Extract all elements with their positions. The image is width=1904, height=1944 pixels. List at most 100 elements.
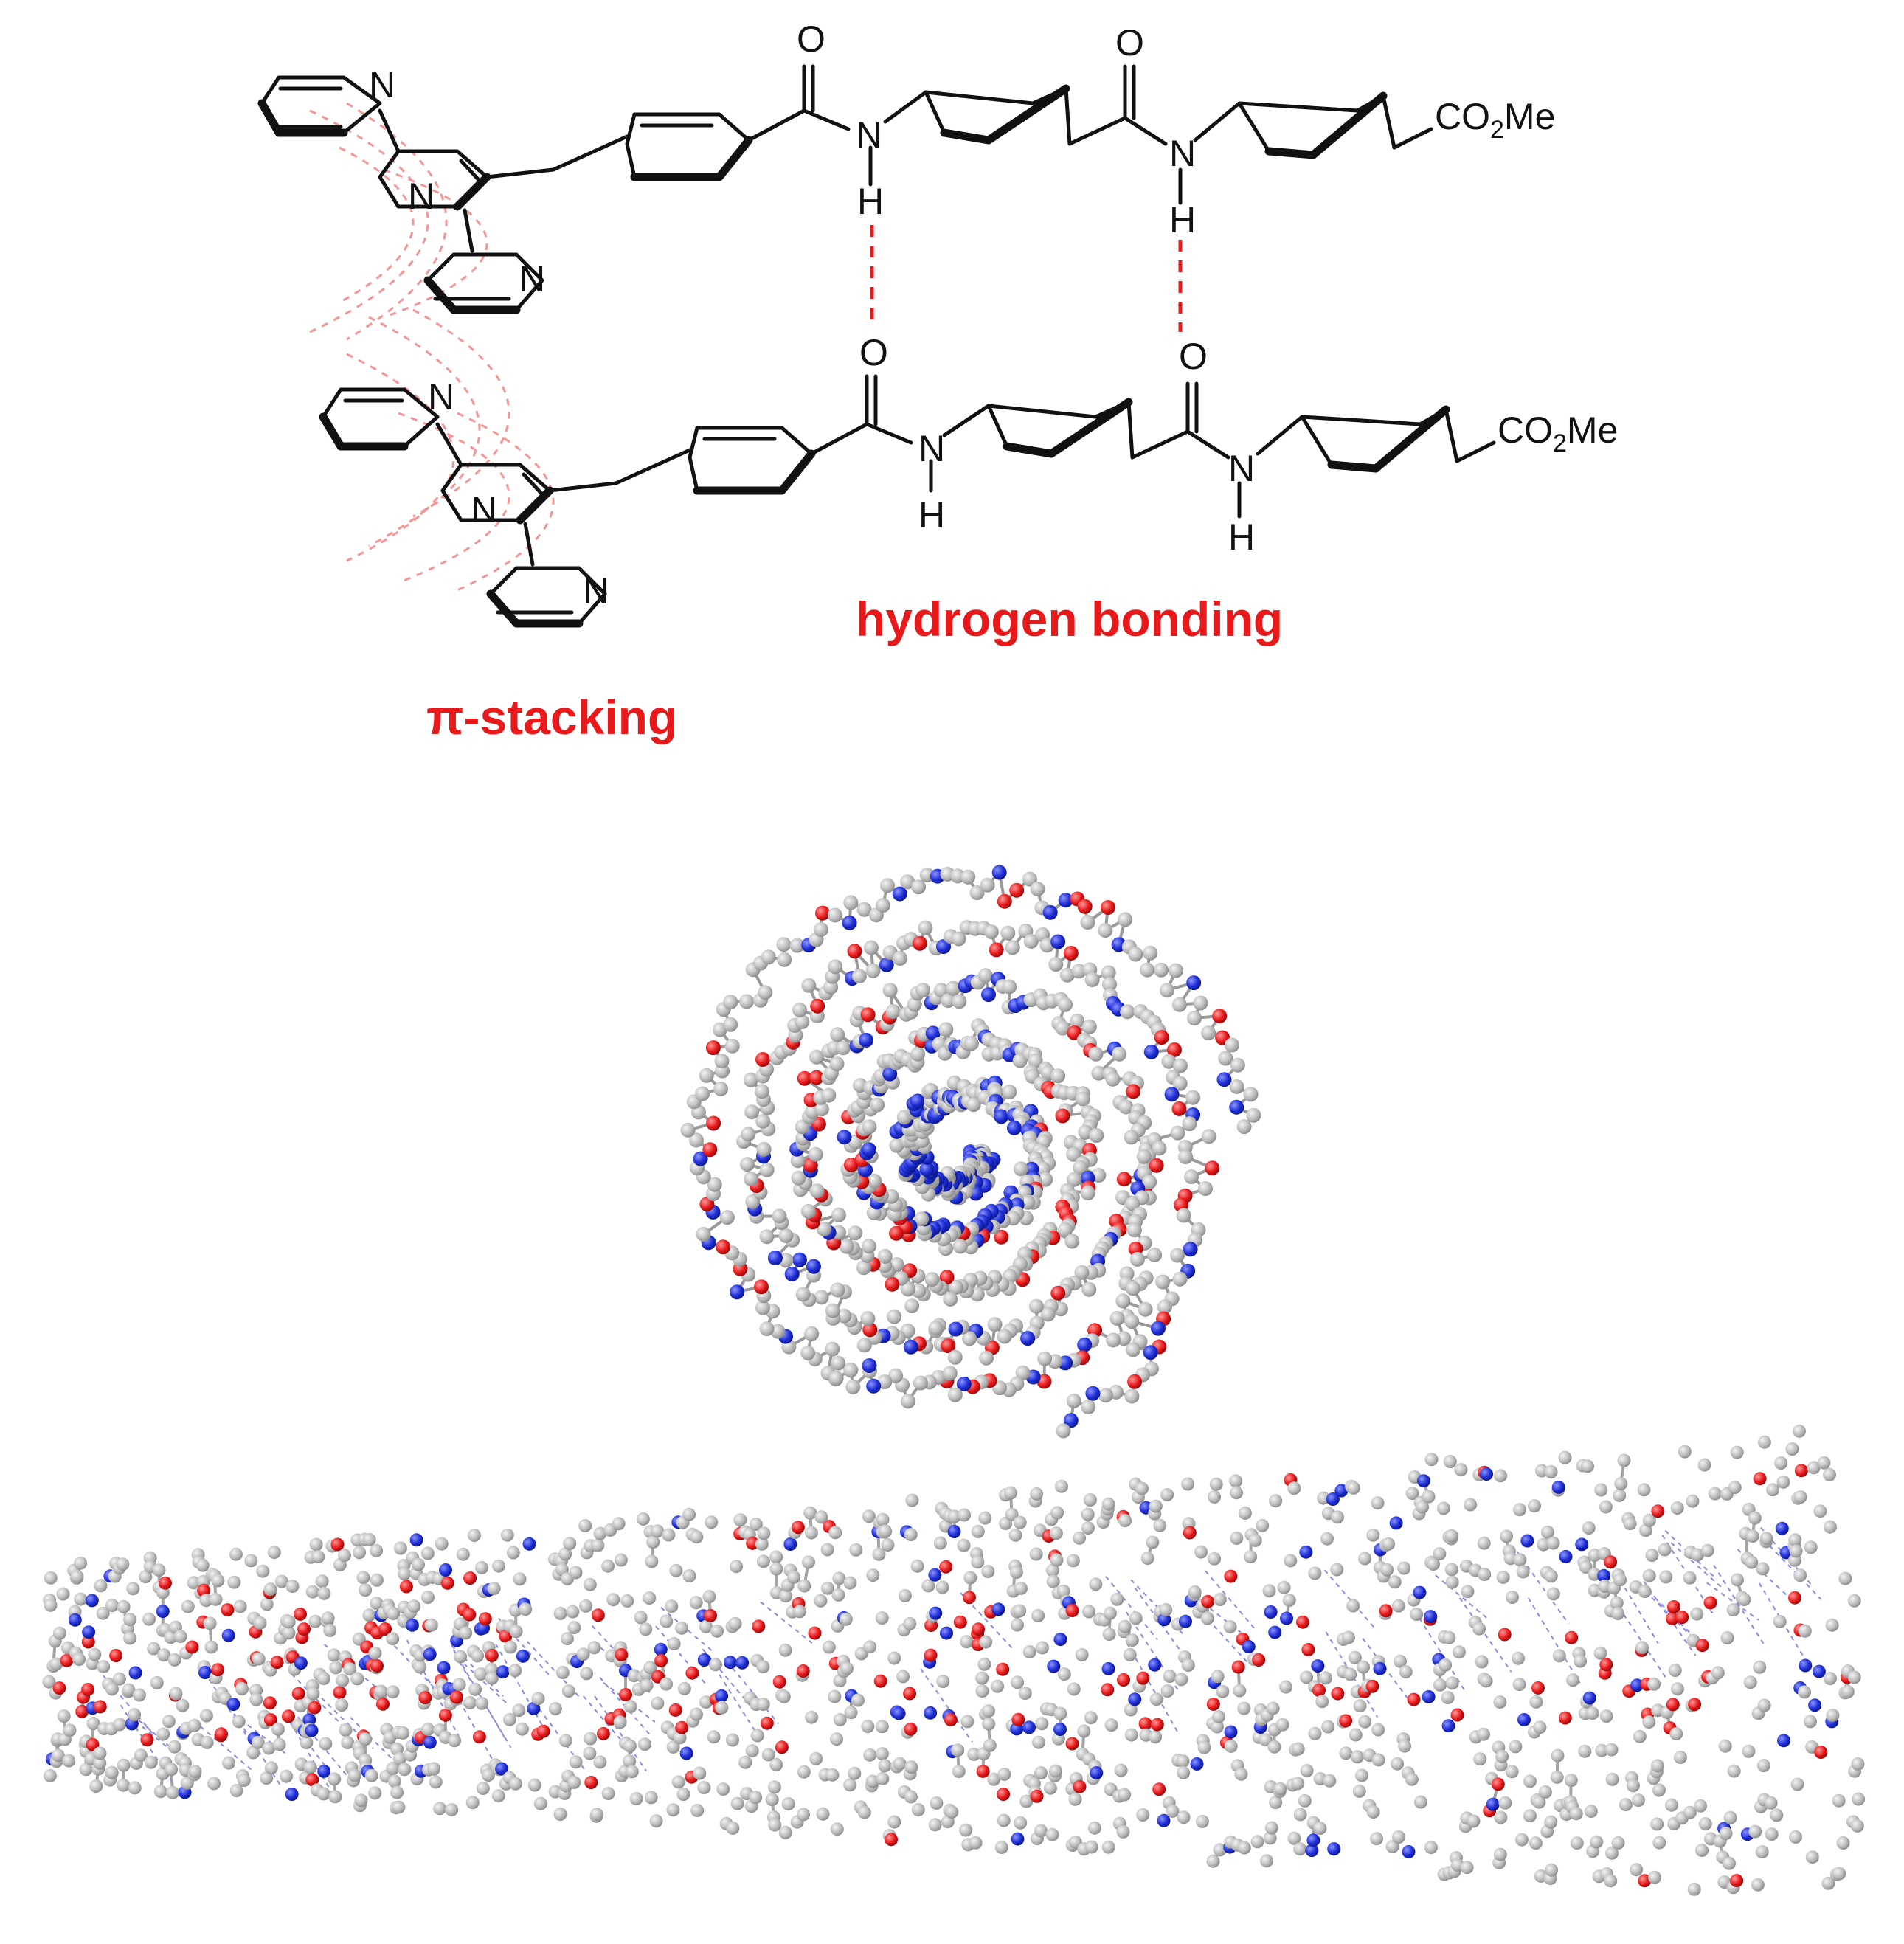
carbon-atom bbox=[981, 1565, 995, 1578]
carbon-atom bbox=[755, 1537, 769, 1551]
carbon-atom bbox=[429, 1775, 443, 1789]
carbon-atom bbox=[553, 1606, 567, 1620]
oxygen-atom bbox=[596, 1726, 610, 1740]
carbon-atom bbox=[1358, 1552, 1372, 1566]
oxygen-atom bbox=[1138, 1717, 1152, 1731]
carbon-atom bbox=[639, 1622, 653, 1636]
carbon-atom bbox=[527, 1778, 541, 1792]
carbon-atom bbox=[797, 1579, 811, 1593]
oxygen-atom bbox=[333, 1686, 347, 1700]
carbon-atom bbox=[1267, 1740, 1281, 1754]
carbon-atom bbox=[1080, 1186, 1095, 1200]
carbon-atom bbox=[244, 1554, 258, 1568]
carbon-atom bbox=[1106, 1332, 1121, 1348]
carbon-atom bbox=[733, 1513, 747, 1527]
carbon-atom bbox=[476, 1782, 490, 1795]
carbon-atom bbox=[1073, 1160, 1088, 1175]
oxygen-atom bbox=[1753, 1472, 1767, 1486]
nitrogen-atom bbox=[940, 1626, 953, 1640]
oxygen-atom bbox=[772, 1675, 786, 1689]
carbon-atom bbox=[1454, 1463, 1468, 1477]
carbon-atom bbox=[144, 1755, 158, 1769]
carbon-atom bbox=[96, 1606, 110, 1620]
carbon-atom bbox=[714, 1054, 730, 1069]
carbon-atom bbox=[335, 1698, 349, 1712]
nitrogen-atom bbox=[1480, 1467, 1494, 1481]
oxygen-atom bbox=[86, 1737, 100, 1751]
carbon-atom bbox=[960, 1715, 974, 1729]
carbon-atom bbox=[830, 1732, 843, 1746]
carbon-atom bbox=[665, 1599, 679, 1613]
carbon-atom bbox=[777, 1689, 791, 1703]
nitrogen-atom bbox=[697, 1653, 711, 1667]
carbon-atom bbox=[1793, 1490, 1807, 1504]
oxygen-atom bbox=[912, 935, 927, 951]
nitrogen-atom bbox=[947, 1525, 961, 1538]
carbon-atom bbox=[843, 1363, 859, 1378]
carbon-atom bbox=[1147, 1247, 1163, 1262]
carbon-atom bbox=[801, 978, 817, 993]
carbon-atom bbox=[1115, 1293, 1131, 1309]
carbon-atom bbox=[580, 1667, 594, 1681]
nitrogen-atom bbox=[285, 1788, 299, 1801]
oxygen-atom bbox=[1379, 1604, 1393, 1618]
carbon-atom bbox=[1313, 1822, 1327, 1836]
carbon-atom bbox=[362, 1532, 376, 1546]
carbon-atom bbox=[1719, 1827, 1733, 1841]
carbon-atom bbox=[830, 1027, 845, 1042]
carbon-atom bbox=[123, 1613, 137, 1627]
hydrogen-bond bbox=[920, 1668, 973, 1743]
carbon-atom bbox=[1266, 1701, 1280, 1715]
carbon-atom bbox=[942, 1366, 958, 1381]
oxygen-atom bbox=[997, 1788, 1011, 1801]
nitrogen-atom bbox=[1311, 1659, 1325, 1673]
carbon-atom bbox=[1172, 1076, 1188, 1091]
carbon-atom bbox=[1550, 1770, 1564, 1784]
carbon-atom bbox=[1075, 1648, 1089, 1661]
carbon-atom bbox=[822, 1640, 836, 1654]
carbon-atom bbox=[952, 1765, 966, 1778]
carbon-atom bbox=[1246, 1107, 1261, 1123]
carbon-atom bbox=[272, 1737, 286, 1751]
carbon-atom bbox=[745, 1744, 759, 1758]
carbon-atom bbox=[957, 1538, 971, 1552]
carbon-atom bbox=[1366, 1528, 1380, 1542]
carbon-atom bbox=[1101, 1497, 1115, 1511]
carbon-atom bbox=[1789, 1830, 1802, 1844]
carbon-atom bbox=[1293, 1808, 1307, 1822]
carbon-atom bbox=[452, 1678, 466, 1692]
carbon-atom bbox=[776, 937, 792, 952]
carbon-atom bbox=[445, 1803, 459, 1816]
hydrogen-bond bbox=[350, 1716, 403, 1770]
carbon-atom bbox=[1619, 1798, 1633, 1812]
carbon-atom bbox=[830, 1822, 844, 1836]
nitrogen-atom bbox=[1389, 1516, 1403, 1530]
carbon-atom bbox=[1212, 1709, 1226, 1723]
carbon-atom bbox=[1691, 1548, 1704, 1562]
carbon-atom bbox=[1166, 1804, 1180, 1818]
carbon-atom bbox=[386, 1632, 400, 1646]
carbon-atom bbox=[644, 1791, 658, 1805]
carbon-atom bbox=[772, 1208, 787, 1224]
oxygen-atom bbox=[1638, 1874, 1652, 1888]
oxygen-atom bbox=[1667, 1600, 1680, 1613]
carbon-atom bbox=[856, 1338, 872, 1353]
carbon-atom bbox=[1569, 1807, 1583, 1821]
carbon-atom bbox=[769, 1550, 783, 1564]
carbon-atom bbox=[860, 1311, 876, 1326]
carbon-atom bbox=[1648, 1870, 1661, 1884]
carbon-atom bbox=[744, 1104, 760, 1120]
carbon-atom bbox=[567, 1775, 581, 1789]
nitrogen-atom bbox=[1326, 1492, 1340, 1506]
carbon-atom bbox=[755, 1300, 770, 1315]
carbon-atom bbox=[42, 1675, 56, 1689]
oxygen-atom bbox=[1150, 1718, 1164, 1732]
carbon-atom bbox=[338, 1549, 351, 1563]
carbon-atom bbox=[814, 1290, 829, 1305]
carbon-atom bbox=[877, 1248, 893, 1264]
carbon-atom bbox=[1826, 1709, 1840, 1723]
carbon-atom bbox=[117, 1758, 131, 1772]
carbon-atom bbox=[705, 1515, 719, 1529]
carbon-atom bbox=[1005, 940, 1020, 955]
carbon-atom bbox=[578, 1519, 592, 1532]
